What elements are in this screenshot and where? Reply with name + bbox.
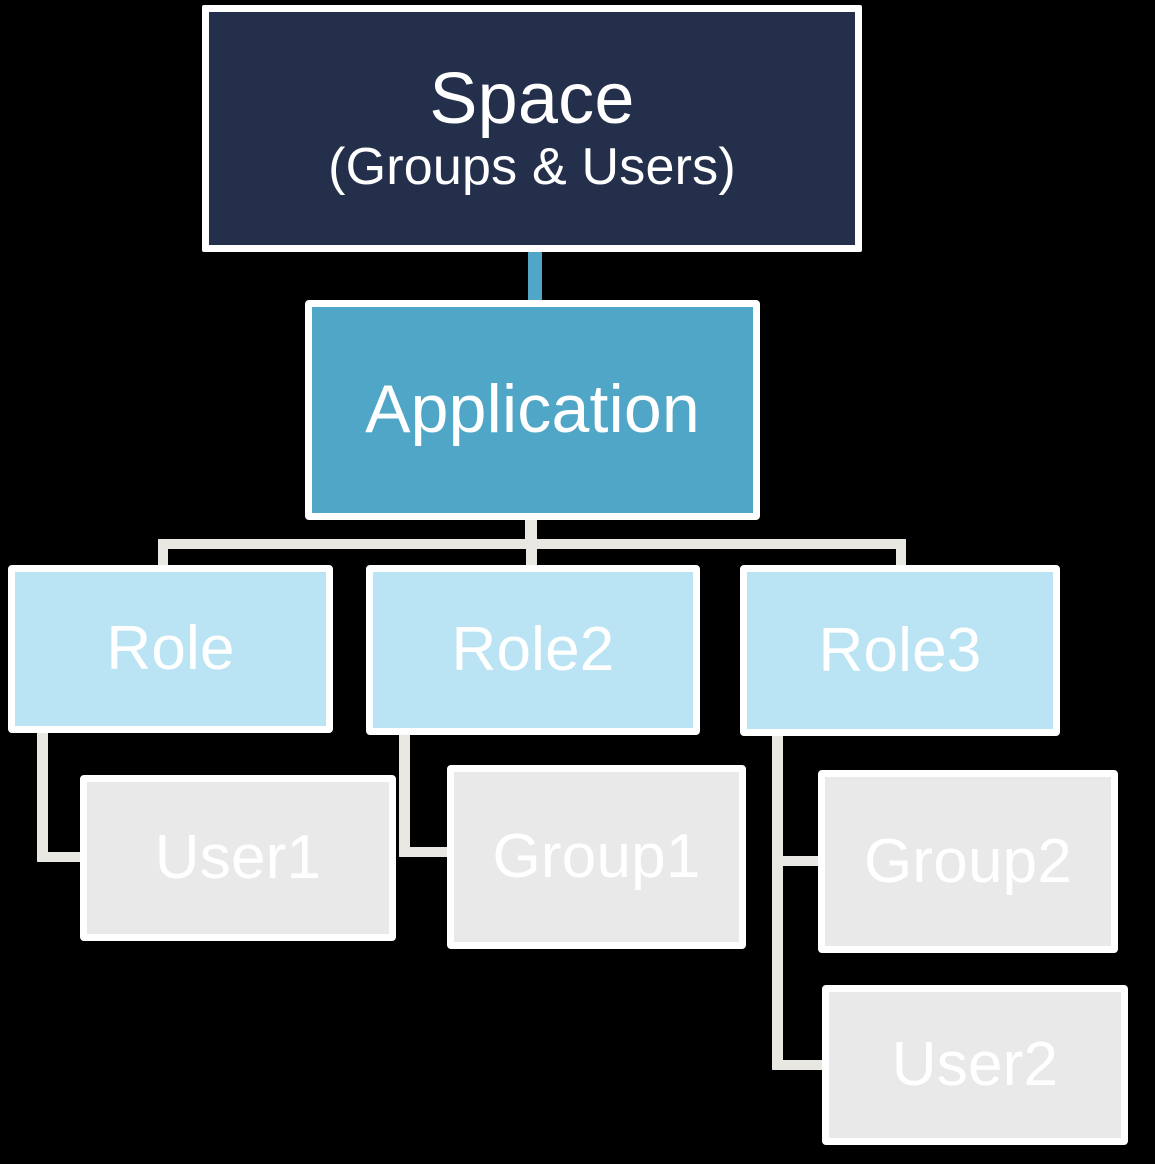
connector-bus-to-role2: [526, 539, 537, 569]
connector-bus-to-role3: [896, 539, 906, 569]
connector-bus-to-role: [158, 539, 168, 569]
connector-role2-to-group1-vertical: [399, 732, 410, 857]
node-application-label: Application: [365, 371, 700, 448]
connector-role-to-user1-vertical: [37, 730, 48, 862]
node-role2-label: Role2: [451, 615, 615, 685]
node-space-subtitle: (Groups & Users): [328, 138, 736, 196]
connector-role2-to-group1-horizontal: [399, 847, 454, 857]
node-application[interactable]: Application: [305, 300, 760, 520]
connector-role-to-user1-horizontal: [37, 852, 89, 862]
node-space-title: Space: [429, 59, 635, 140]
node-role3-label: Role3: [818, 615, 982, 685]
node-user1-label: User1: [154, 823, 322, 893]
node-role2[interactable]: Role2: [366, 565, 700, 735]
connector-role3-to-group2-horizontal: [772, 856, 824, 866]
node-user2[interactable]: User2: [822, 985, 1128, 1145]
connector-role3-to-user2-horizontal: [772, 1060, 830, 1070]
node-space[interactable]: Space (Groups & Users): [202, 5, 862, 252]
node-role3[interactable]: Role3: [740, 565, 1060, 736]
connector-role3-spine-vertical: [772, 732, 783, 1070]
node-group1-label: Group1: [492, 822, 701, 892]
node-role-label: Role: [106, 614, 235, 684]
node-user1[interactable]: User1: [80, 775, 396, 941]
node-group1[interactable]: Group1: [447, 765, 746, 949]
node-group2-label: Group2: [864, 826, 1072, 896]
connector-space-to-application: [528, 252, 542, 302]
node-group2[interactable]: Group2: [818, 770, 1118, 953]
node-role[interactable]: Role: [8, 565, 333, 733]
node-user2-label: User2: [891, 1030, 1059, 1100]
